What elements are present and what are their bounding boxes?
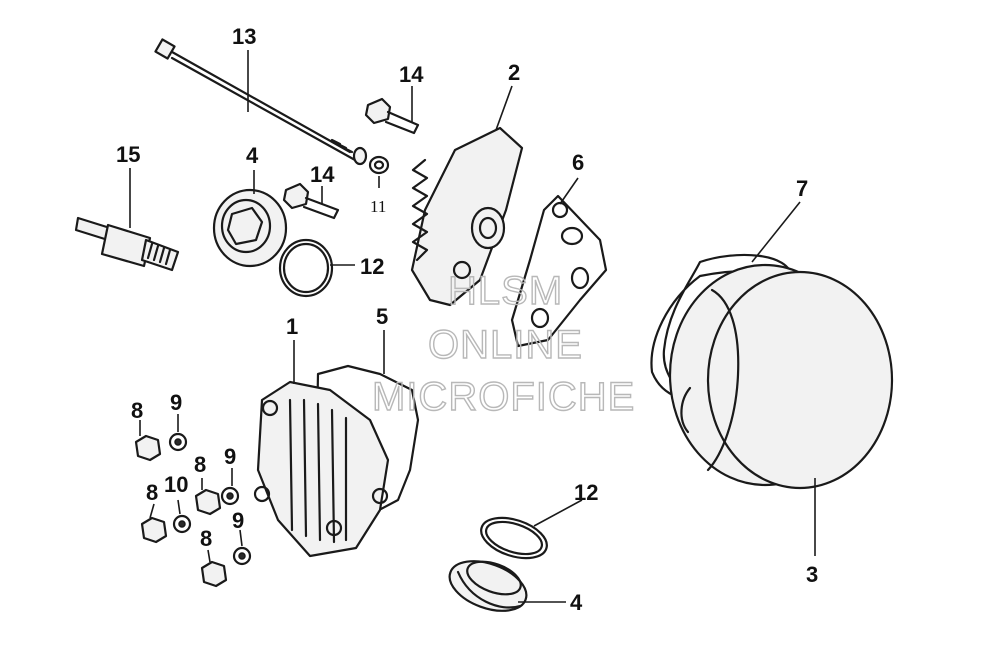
watermark-line-3: MICROFICHE <box>372 375 635 419</box>
o-ring-upper-part <box>278 238 334 298</box>
callout-6: 6 <box>572 150 584 175</box>
spark-plug-part <box>74 216 180 272</box>
cylinder-head-cover-part <box>253 380 390 558</box>
o-ring-lower-part <box>480 516 548 560</box>
callout-11: 11 <box>370 197 386 216</box>
filler-cap-upper-part <box>212 188 288 268</box>
callout-7: 7 <box>796 176 808 201</box>
callout-labels: 13 14 2 15 4 14 11 6 12 7 1 5 9 8 9 10 8… <box>116 24 818 615</box>
nut-part <box>134 434 228 588</box>
callout-8-top: 8 <box>131 398 143 423</box>
callout-9-top: 9 <box>170 390 182 415</box>
washer-part <box>368 155 390 175</box>
bolt-middle-part <box>282 182 340 220</box>
callout-2: 2 <box>508 60 520 85</box>
callout-9-middle: 9 <box>224 444 236 469</box>
filler-cap-lower-part <box>448 560 528 612</box>
callout-12-upper: 12 <box>360 254 384 279</box>
leader-lines <box>129 50 816 603</box>
washer-small-part <box>168 432 252 566</box>
watermark: HLSM ONLINE MICROFICHE <box>371 268 635 419</box>
callout-9-bottom: 9 <box>232 508 244 533</box>
callout-4-lower: 4 <box>570 590 583 615</box>
callout-8-bottom: 8 <box>200 526 212 551</box>
watermark-line-1: HLSM <box>448 269 563 313</box>
callout-4-upper: 4 <box>246 143 259 168</box>
callout-8-middle: 8 <box>194 452 206 477</box>
callout-5: 5 <box>376 304 388 329</box>
round-cover-part <box>668 263 894 490</box>
callout-14-upper: 14 <box>399 62 424 87</box>
bolt-upper-part <box>364 97 420 135</box>
callout-13: 13 <box>232 24 256 49</box>
callout-1: 1 <box>286 314 298 339</box>
finned-cover-part <box>410 126 524 307</box>
callout-8-lower: 8 <box>146 480 158 505</box>
callout-15: 15 <box>116 142 140 167</box>
callout-14-middle: 14 <box>310 162 335 187</box>
callout-12-lower: 12 <box>574 480 598 505</box>
stud-bolt-part <box>154 38 368 166</box>
callout-3: 3 <box>806 562 818 587</box>
callout-10: 10 <box>164 472 188 497</box>
watermark-line-2: ONLINE <box>428 323 583 367</box>
